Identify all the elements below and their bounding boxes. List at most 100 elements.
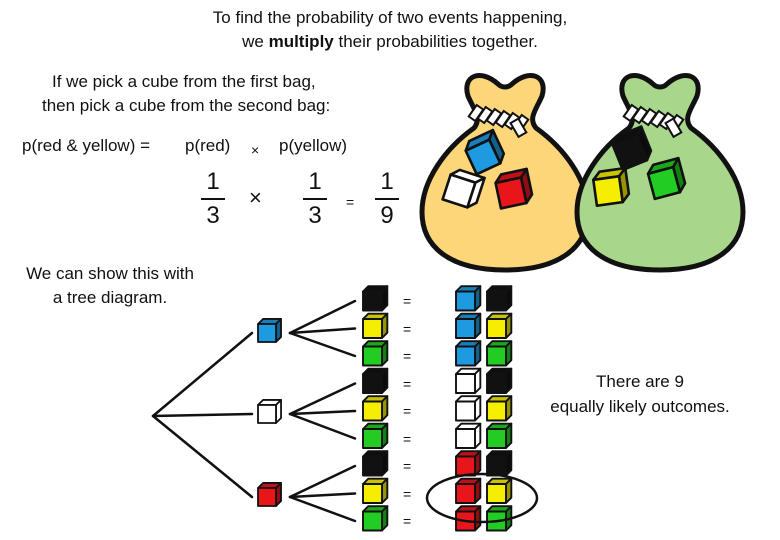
branch-blue-to-yellow xyxy=(288,327,357,335)
outcome-cube-blue xyxy=(455,285,482,312)
fraction-red-bar xyxy=(201,198,225,200)
outcome-cube-yellow xyxy=(486,477,513,504)
outcomes-label-line-1: There are 9 xyxy=(596,372,684,391)
branch-red-to-green xyxy=(288,495,357,523)
first-bag-tie xyxy=(467,103,530,139)
outcome-9-red-green xyxy=(455,505,513,532)
outcome-equals-sign: = xyxy=(403,348,412,364)
title-line-1: To find the probability of two events ha… xyxy=(212,8,568,27)
tree-first-cube-blue xyxy=(257,318,282,343)
outcome-equals-sign: = xyxy=(403,403,412,419)
first-bag xyxy=(422,75,588,270)
outcome-cube-blue xyxy=(455,340,482,367)
tree-second-cube-white-green xyxy=(362,422,389,449)
fraction-red-numerator: 1 xyxy=(206,168,220,195)
branch-white-to-yellow xyxy=(288,409,357,416)
fraction-result-bar xyxy=(375,198,399,200)
tree-second-cube-blue-yellow xyxy=(362,312,389,339)
first-bag-cube-blue xyxy=(464,128,506,176)
second-bag-tie xyxy=(622,103,685,139)
first-bag-cube-red xyxy=(494,167,534,210)
second-bag-cube-green xyxy=(646,156,687,201)
outcome-cube-red xyxy=(455,505,482,532)
tree-second-cube-blue-black xyxy=(362,285,389,312)
outcome-5-white-yellow xyxy=(455,395,513,422)
equation-lhs: p(red & yellow) = xyxy=(22,136,151,155)
fraction-yellow-bar xyxy=(303,198,327,200)
equation-times-sign: × xyxy=(251,142,260,158)
fraction-result: 1 9 xyxy=(372,168,402,230)
outcome-equals-sign: = xyxy=(403,430,412,447)
outcome-cube-red xyxy=(455,450,482,477)
equation-term-red: p(red) xyxy=(185,136,231,155)
outcome-cube-black xyxy=(486,285,513,312)
outcome-cube-black xyxy=(486,367,513,394)
outcome-equals-sign: = xyxy=(403,375,412,392)
fraction-times-sign: × xyxy=(249,185,262,210)
tree-second-cube-red-black xyxy=(362,450,389,477)
outcome-cube-white xyxy=(455,422,482,449)
title-keyword-multiply: multiply xyxy=(268,32,334,51)
outcome-6-white-green xyxy=(455,422,513,449)
outcome-cube-green xyxy=(486,422,513,449)
tree-label-line-2: a tree diagram. xyxy=(52,288,168,307)
fraction-yellow: 1 3 xyxy=(300,168,330,230)
tree-second-cube-white-black xyxy=(362,367,389,394)
tree-first-cube-white xyxy=(257,399,282,424)
outcome-4-white-black xyxy=(455,367,513,394)
outcome-1-blue-black xyxy=(455,285,513,312)
outcome-equals-sign: = xyxy=(403,293,412,309)
bags-layer xyxy=(422,75,743,270)
fraction-yellow-denominator: 3 xyxy=(308,202,322,229)
branch-root-to-red xyxy=(151,414,254,499)
tree-second-cube-red-green xyxy=(362,505,389,532)
outcomes-label-line-2: equally likely outcomes. xyxy=(550,397,730,416)
outcome-cube-yellow xyxy=(486,312,513,339)
outcome-equals-sign: = xyxy=(403,513,412,529)
outcome-cube-blue xyxy=(455,312,482,339)
branch-blue-to-black xyxy=(288,299,357,335)
outcome-cube-yellow xyxy=(486,395,513,422)
tree-second-cube-red-yellow xyxy=(362,477,389,504)
fraction-yellow-numerator: 1 xyxy=(308,168,322,195)
outcome-cube-green xyxy=(486,340,513,367)
outcome-equals-sign: = xyxy=(403,485,412,502)
tree-second-cube-blue-green xyxy=(362,340,389,367)
outcome-cube-white xyxy=(455,367,482,394)
tree-label-line-1: We can show this with xyxy=(26,264,194,283)
second-bag-cube-yellow xyxy=(592,166,631,207)
branch-root-to-white xyxy=(151,412,254,418)
fraction-equals-sign: = xyxy=(346,194,355,210)
branch-blue-to-green xyxy=(288,331,357,358)
intro-line-2: then pick a cube from the second bag: xyxy=(42,96,331,115)
fraction-result-denominator: 9 xyxy=(380,202,394,229)
outcome-7-red-black xyxy=(455,450,513,477)
intro-line-1: If we pick a cube from the first bag, xyxy=(52,72,316,91)
tree-second-cube-white-yellow xyxy=(362,395,389,422)
outcome-8-red-yellow xyxy=(455,477,513,504)
tree-branches xyxy=(151,299,357,523)
outcome-3-blue-green xyxy=(455,340,513,367)
branch-white-to-green xyxy=(288,412,357,440)
tree-first-cube-red xyxy=(257,482,282,507)
equation-term-yellow: p(yellow) xyxy=(279,136,348,155)
outcome-2-blue-yellow xyxy=(455,312,513,339)
branch-root-to-blue xyxy=(151,331,254,418)
title-line-2: we multiply their probabilities together… xyxy=(0,30,780,54)
highlight-ellipse xyxy=(425,472,539,524)
title-line-2-post: their probabilities together. xyxy=(333,32,538,51)
fraction-red-denominator: 3 xyxy=(206,202,220,229)
branch-white-to-black xyxy=(288,382,357,416)
cubes-layer xyxy=(257,285,513,532)
outcome-cube-white xyxy=(455,395,482,422)
outcome-cube-black xyxy=(486,450,513,477)
second-bag-cube-black xyxy=(611,125,653,172)
title-line-2-pre: we xyxy=(242,32,269,51)
fraction-red: 1 3 xyxy=(198,168,228,230)
fraction-result-numerator: 1 xyxy=(380,168,394,195)
outcome-equals-sign: = xyxy=(403,458,412,474)
second-bag xyxy=(577,75,743,270)
outcome-cube-red xyxy=(455,477,482,504)
first-bag-cube-white xyxy=(441,168,486,209)
